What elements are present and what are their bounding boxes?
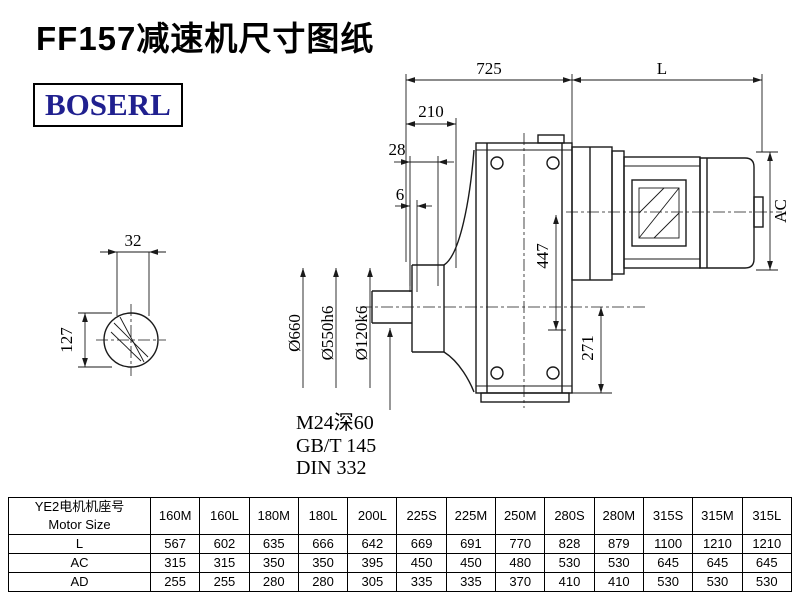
shaft-end-view xyxy=(96,304,166,376)
dimension-L: L xyxy=(572,59,763,152)
row-label: AC xyxy=(8,553,151,573)
dimension-value-cell: 530 xyxy=(692,572,743,592)
dim-label-210: 210 xyxy=(418,102,444,121)
motor-size-header-cell: 225M xyxy=(445,497,497,535)
dimension-value-cell: 370 xyxy=(495,572,546,592)
dimension-value-cell: 280 xyxy=(297,572,349,592)
dimension-value-cell: 770 xyxy=(495,534,546,554)
technical-drawing: 32 127 xyxy=(57,59,790,479)
dim-label-dia120: Ø120k6 xyxy=(352,306,371,361)
motor-size-header-cell: 250M xyxy=(495,497,546,535)
row-label: AD xyxy=(8,572,151,592)
dimension-value-cell: 645 xyxy=(642,553,694,573)
dimension-value-cell: 1210 xyxy=(692,534,743,554)
thread-note: M24深60 GB/T 145 DIN 332 xyxy=(296,328,393,479)
dimension-value-cell: 635 xyxy=(248,534,299,554)
dim-label-28: 28 xyxy=(389,140,406,159)
dimension-447: 447 xyxy=(533,215,566,331)
dim-label-dia660: Ø660 xyxy=(285,314,304,352)
dim-label-725: 725 xyxy=(476,59,502,78)
dimension-value-cell: 879 xyxy=(593,534,644,554)
dimension-value-cell: 530 xyxy=(544,553,595,573)
dim-label-6: 6 xyxy=(396,185,405,204)
motor-size-header-cell: 315L xyxy=(741,497,793,535)
dimension-value-cell: 335 xyxy=(445,572,497,592)
dim-label-dia550: Ø550h6 xyxy=(318,306,337,361)
motor-size-header-label: YE2电机机座号 Motor Size xyxy=(8,497,151,535)
motor-size-header-cell: 280M xyxy=(593,497,644,535)
dimension-value-cell: 315 xyxy=(199,553,250,573)
thread-spec-text: M24深60 xyxy=(296,411,374,434)
dimension-value-cell: 280 xyxy=(248,572,299,592)
dimension-210: 210 xyxy=(406,102,457,268)
dimension-value-cell: 666 xyxy=(297,534,349,554)
dimension-271: 271 xyxy=(572,307,612,394)
header-line2: Motor Size xyxy=(48,517,111,532)
dimension-value-cell: 530 xyxy=(741,572,793,592)
dimension-value-cell: 1210 xyxy=(741,534,793,554)
gearbox-body xyxy=(360,133,645,408)
dimension-value-cell: 480 xyxy=(495,553,546,573)
dimension-value-cell: 530 xyxy=(642,572,694,592)
dimension-value-cell: 350 xyxy=(297,553,349,573)
diameter-callouts: Ø660 Ø550h6 Ø120k6 xyxy=(285,268,373,388)
dimension-value-cell: 450 xyxy=(445,553,497,573)
row-label: L xyxy=(8,534,151,554)
dimension-value-cell: 305 xyxy=(347,572,398,592)
motor-size-header-cell: 315M xyxy=(692,497,743,535)
dim-label-32: 32 xyxy=(125,231,142,250)
dimension-value-cell: 395 xyxy=(347,553,398,573)
dimension-32: 32 xyxy=(100,231,166,316)
dimension-value-cell: 602 xyxy=(199,534,250,554)
motor-size-header-cell: 160L xyxy=(199,497,250,535)
dimension-value-cell: 335 xyxy=(396,572,447,592)
dimension-127: 127 xyxy=(57,312,112,368)
dim-label-AC: AC xyxy=(771,199,790,223)
dimension-value-cell: 450 xyxy=(396,553,447,573)
dimension-value-cell: 315 xyxy=(149,553,201,573)
dimension-value-cell: 255 xyxy=(149,572,201,592)
dimension-value-cell: 642 xyxy=(347,534,398,554)
dimension-725: 725 xyxy=(405,59,573,262)
motor-size-header-cell: 225S xyxy=(396,497,447,535)
motor-size-header-cell: 315S xyxy=(642,497,694,535)
motor-size-header-cell: 280S xyxy=(544,497,595,535)
dimension-AC: AC xyxy=(756,151,790,271)
dim-label-447: 447 xyxy=(533,243,552,269)
dimension-value-cell: 828 xyxy=(544,534,595,554)
dimension-value-cell: 410 xyxy=(544,572,595,592)
header-line1: YE2电机机座号 xyxy=(34,499,125,515)
dim-label-L: L xyxy=(657,59,667,78)
dimension-value-cell: 669 xyxy=(396,534,447,554)
motor-size-header-cell: 180L xyxy=(297,497,349,535)
dimension-value-cell: 567 xyxy=(149,534,201,554)
dimension-value-cell: 350 xyxy=(248,553,299,573)
dimension-6: 6 xyxy=(395,185,432,292)
standard-din-text: DIN 332 xyxy=(296,457,367,479)
dimension-value-cell: 691 xyxy=(445,534,497,554)
dimension-value-cell: 1100 xyxy=(642,534,694,554)
motor-size-header-cell: 180M xyxy=(248,497,299,535)
standard-gbt-text: GB/T 145 xyxy=(296,435,376,457)
motor-size-header-cell: 200L xyxy=(347,497,398,535)
brand-logo: BOSERL xyxy=(33,83,183,127)
dimension-value-cell: 255 xyxy=(199,572,250,592)
dim-label-271: 271 xyxy=(578,335,597,361)
dim-label-127: 127 xyxy=(57,327,76,353)
motor xyxy=(566,146,782,281)
dimension-value-cell: 530 xyxy=(593,553,644,573)
dimension-value-cell: 645 xyxy=(741,553,793,573)
dimension-value-cell: 410 xyxy=(593,572,644,592)
motor-size-header-cell: 160M xyxy=(149,497,201,535)
dimension-value-cell: 645 xyxy=(692,553,743,573)
page-title: FF157减速机尺寸图纸 xyxy=(36,20,375,57)
